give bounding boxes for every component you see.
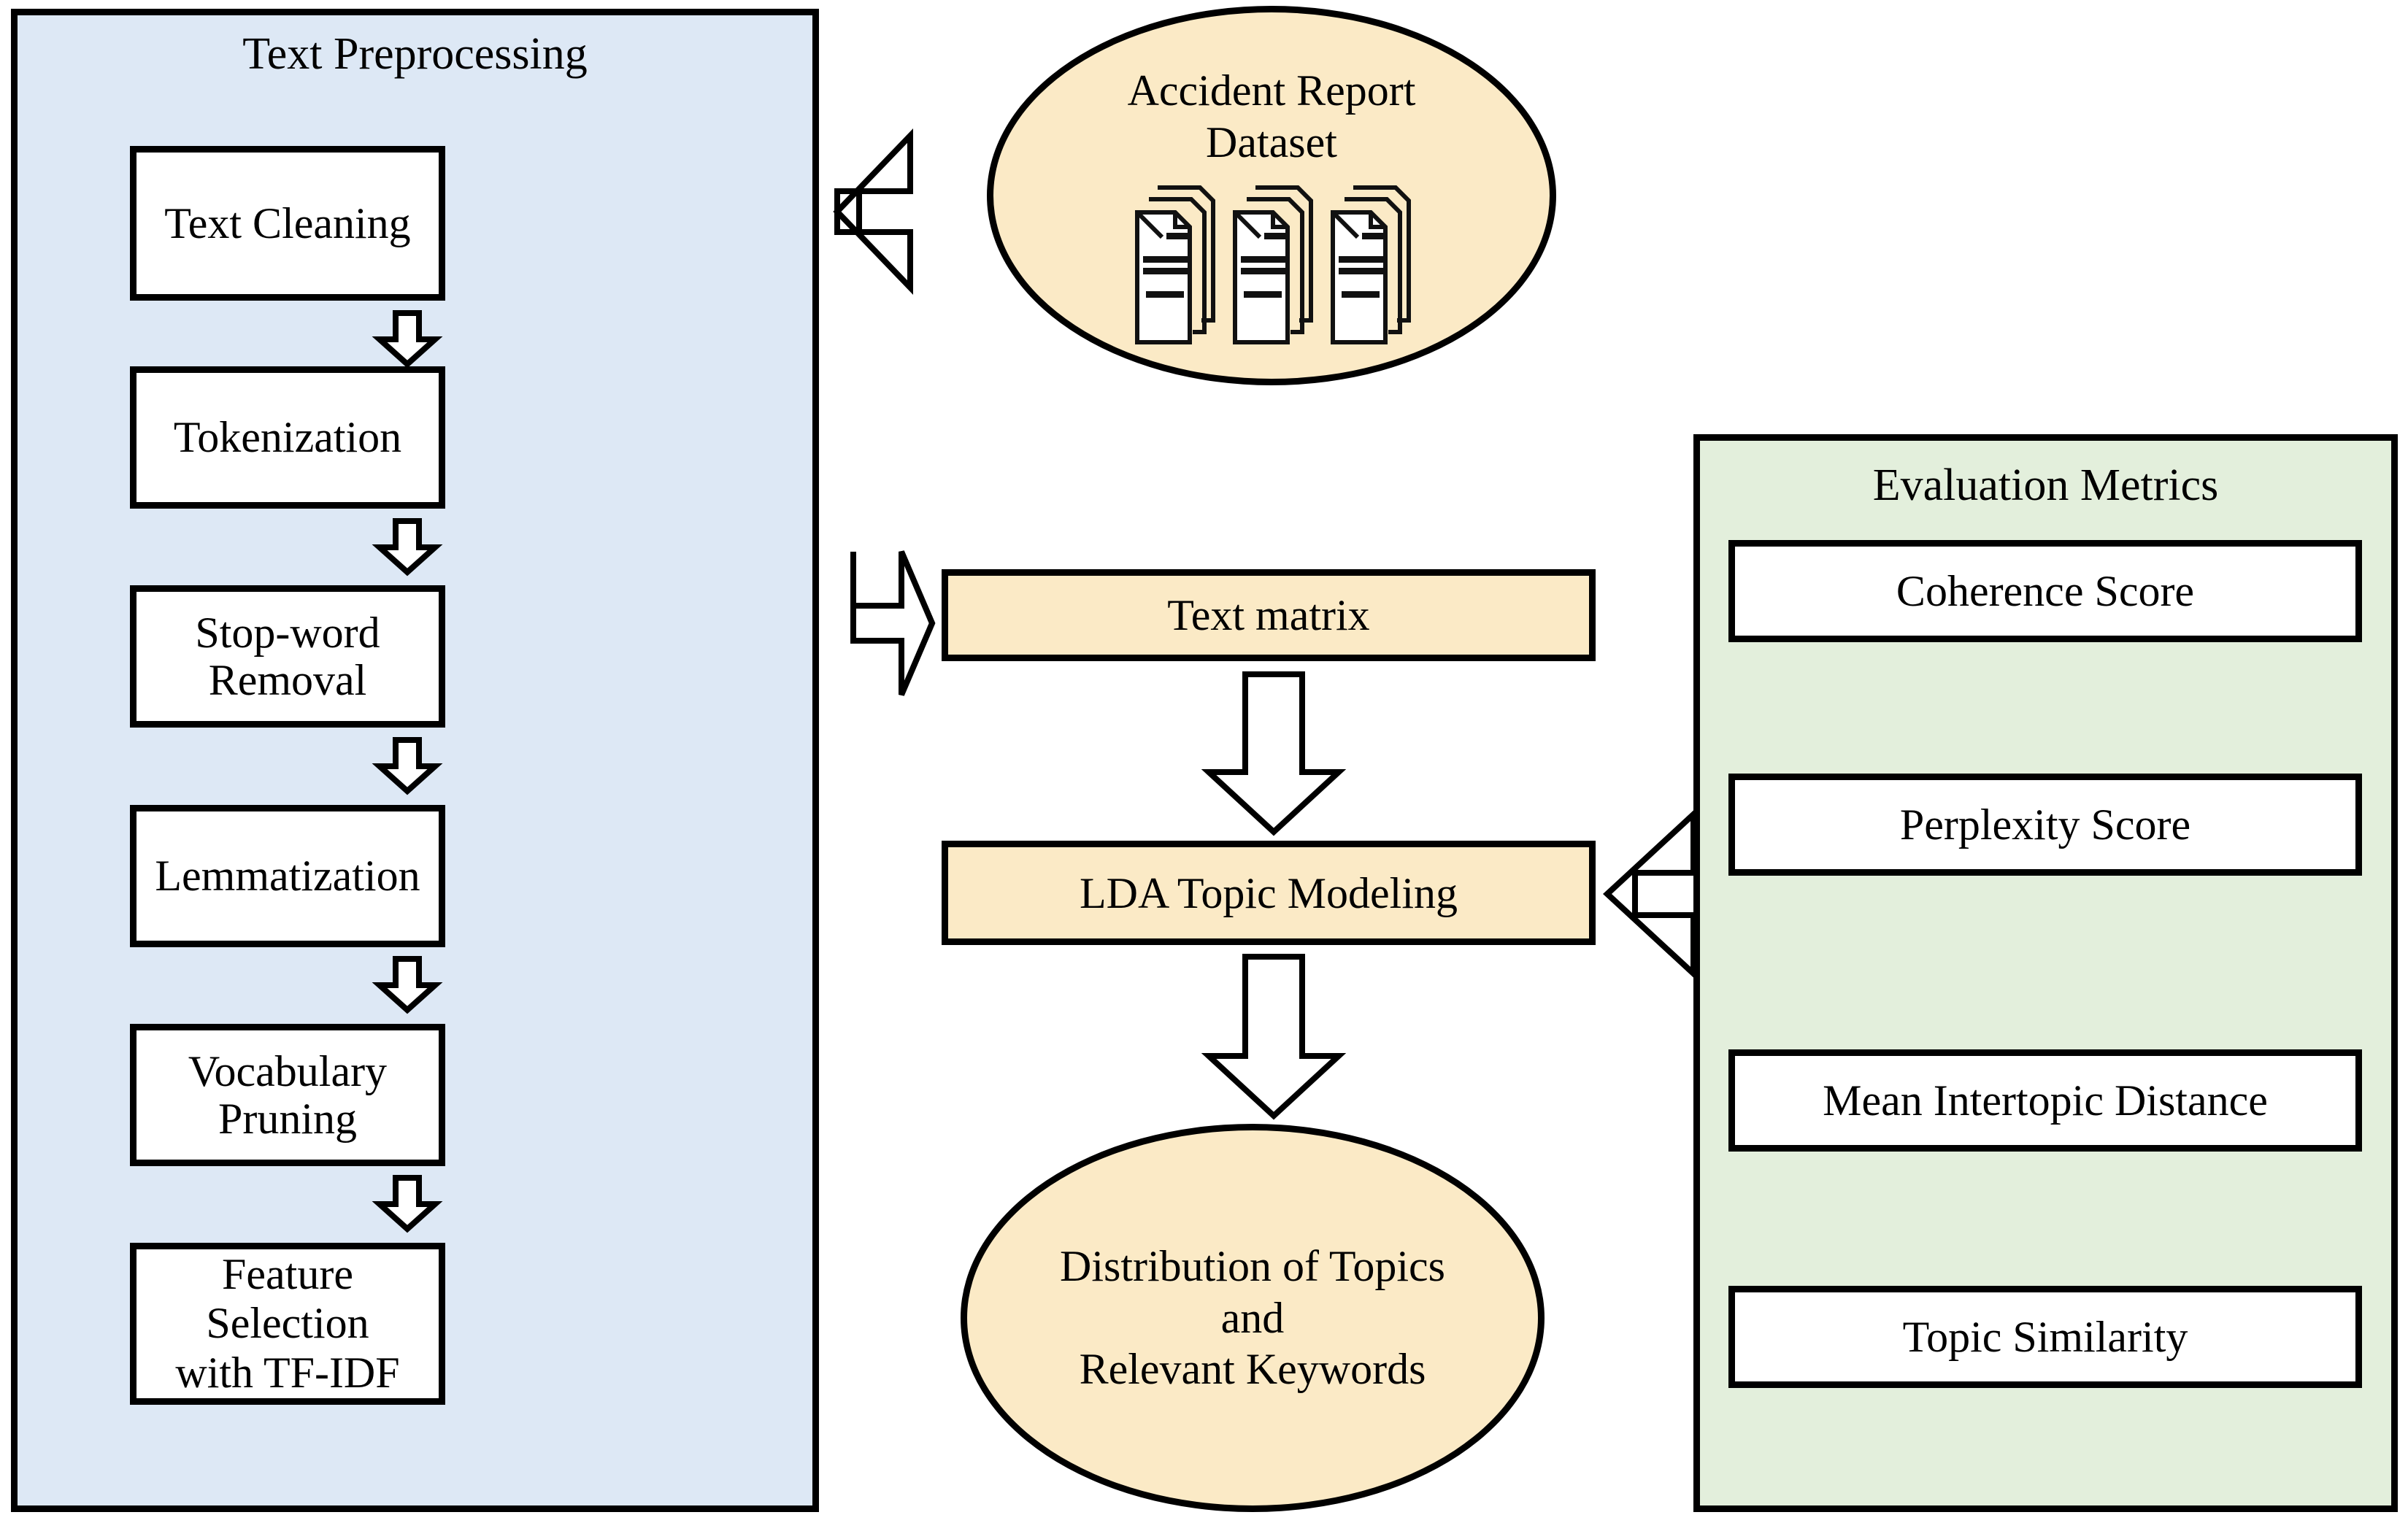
arrow-lda-to-output — [1201, 952, 1347, 1120]
arrow-dataset-to-preprocessing — [833, 128, 915, 295]
metric-box-topic-similarity[interactable]: Topic Similarity — [1728, 1286, 2362, 1388]
step-box-stop-word-removal[interactable]: Stop-word Removal — [130, 585, 445, 728]
arrow-metrics-to-lda — [1603, 807, 1698, 981]
arrow-step-2-to-3 — [372, 518, 443, 577]
step-box-tokenization[interactable]: Tokenization — [130, 366, 445, 509]
metric-box-coherence-score[interactable]: Coherence Score — [1728, 540, 2362, 642]
topic-distribution-output-node[interactable]: Distribution of Topics and Relevant Keyw… — [961, 1124, 1545, 1512]
step-box-vocabulary-pruning[interactable]: Vocabulary Pruning — [130, 1024, 445, 1166]
metric-box-perplexity-score[interactable]: Perplexity Score — [1728, 774, 2362, 876]
step-box-text-cleaning[interactable]: Text Cleaning — [130, 146, 445, 301]
accident-report-dataset-node[interactable]: Accident Report Dataset — [987, 6, 1556, 385]
evaluation-metrics-title: Evaluation Metrics — [1872, 460, 2219, 510]
arrow-text-matrix-to-lda — [1201, 670, 1347, 836]
documents-stack-icon — [1130, 180, 1413, 348]
output-label: Distribution of Topics and Relevant Keyw… — [1059, 1241, 1446, 1394]
arrow-step-3-to-4 — [372, 737, 443, 795]
lda-topic-modeling-box[interactable]: LDA Topic Modeling — [942, 841, 1596, 945]
step-box-lemmatization[interactable]: Lemmatization — [130, 805, 445, 947]
dataset-label: Accident Report Dataset — [1127, 66, 1416, 166]
arrow-step-4-to-5 — [372, 956, 443, 1014]
arrow-step-5-to-6 — [372, 1175, 443, 1233]
text-matrix-box[interactable]: Text matrix — [942, 569, 1596, 661]
step-box-feature-selection-tfidf[interactable]: Feature Selection with TF-IDF — [130, 1243, 445, 1405]
arrow-step-1-to-2 — [372, 310, 443, 369]
text-preprocessing-title: Text Preprocessing — [242, 29, 588, 79]
metric-box-mean-intertopic-distance[interactable]: Mean Intertopic Distance — [1728, 1049, 2362, 1152]
arrow-preprocessing-to-text-matrix — [849, 547, 936, 701]
